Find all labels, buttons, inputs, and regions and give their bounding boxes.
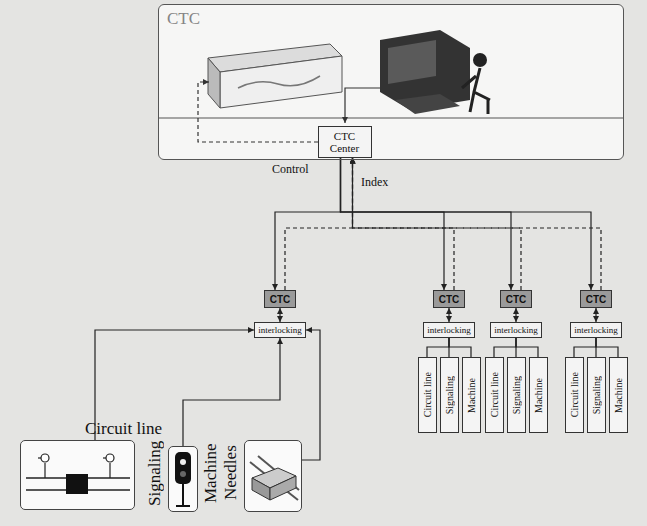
ctc-center-box: CTC Center <box>318 126 372 158</box>
connector <box>448 308 449 322</box>
control-line <box>345 88 380 123</box>
switch-rail <box>250 462 298 500</box>
signal-lamp <box>41 454 49 462</box>
interlocking-box: interlocking <box>254 322 306 338</box>
node-text: Circuit line <box>489 372 500 417</box>
picture-ground <box>244 440 302 512</box>
line-label: Index <box>361 176 388 189</box>
ctc-box: CTC <box>580 290 612 308</box>
node-text: CTC <box>506 294 527 305</box>
connector <box>449 338 471 357</box>
track-circuit-box: Circuit line <box>20 440 135 510</box>
computer-screen <box>388 40 436 84</box>
display-panel <box>220 56 342 108</box>
signal-light <box>180 471 186 477</box>
panel-divider <box>159 117 623 118</box>
signal-base <box>176 505 190 507</box>
connector <box>595 308 596 322</box>
node-text: interlocking <box>494 325 538 335</box>
device-box: Signaling <box>587 357 606 433</box>
node-text: CTC <box>270 294 291 305</box>
connector <box>574 338 596 357</box>
interlocking-box: interlocking <box>490 322 542 338</box>
node-text: Circuit line <box>85 419 162 439</box>
switch-machine-box: Machine Needles <box>244 440 302 512</box>
signal-pole <box>182 484 184 506</box>
node-text: CTC <box>439 294 460 305</box>
device-box: Machine <box>462 357 481 433</box>
connector <box>275 158 341 291</box>
device-box: Circuit line <box>485 357 504 433</box>
index-connector <box>353 158 602 291</box>
picture-ground <box>20 440 135 510</box>
device-box: Machine <box>529 357 548 433</box>
node-text: interlocking <box>258 325 302 335</box>
node-text: CTC <box>167 9 200 29</box>
node-text: interlocking <box>574 325 618 335</box>
connector <box>341 158 512 291</box>
node-text: Signaling <box>444 376 455 414</box>
node-text: Signaling <box>591 376 602 414</box>
signal-lamp <box>106 454 114 462</box>
connector <box>302 330 320 460</box>
ctc-box: CTC <box>264 290 296 308</box>
device-box: Signaling <box>507 357 526 433</box>
switch-machine <box>252 478 270 500</box>
device-box: Signaling <box>440 357 459 433</box>
node-text: Machine <box>466 378 477 413</box>
node-text: Signaling <box>145 435 165 511</box>
connector <box>427 338 449 357</box>
operator-head <box>473 53 487 67</box>
train-block <box>66 474 88 494</box>
connector <box>183 338 280 446</box>
device-box: Circuit line <box>565 357 584 433</box>
signal-box: Signaling <box>168 446 198 512</box>
picture-ground <box>168 446 198 512</box>
signal-head <box>175 452 191 484</box>
interlocking-box: interlocking <box>423 322 475 338</box>
keyboard <box>395 94 460 114</box>
interlocking-box: interlocking <box>570 322 622 338</box>
ctc-box: CTC <box>500 290 532 308</box>
device-box: Machine <box>609 357 628 433</box>
connector <box>341 158 592 291</box>
connector <box>494 338 516 357</box>
node-text: interlocking <box>427 325 471 335</box>
ctc-box: CTC <box>433 290 465 308</box>
operator-body <box>462 68 490 114</box>
display-track <box>238 76 320 88</box>
connector <box>341 158 445 291</box>
index-connector <box>353 158 455 291</box>
index-line <box>198 82 318 142</box>
switch-machine <box>270 476 296 500</box>
node-text: Machine <box>613 378 624 413</box>
signal-post <box>109 463 110 478</box>
index-connector <box>285 158 353 291</box>
connector <box>515 308 516 322</box>
connector <box>279 308 280 322</box>
node-text: CTC <box>586 294 607 305</box>
node-text: Circuit line <box>569 372 580 417</box>
display-panel <box>208 58 220 108</box>
node-text: Signaling <box>511 376 522 414</box>
connector <box>516 338 538 357</box>
node-text: Machine Needles <box>201 435 241 511</box>
connector <box>596 338 618 357</box>
index-connector <box>353 158 522 291</box>
signal-post <box>44 463 45 478</box>
ctc-panel: CTC CTC Center <box>158 4 624 160</box>
signal-light <box>180 459 186 465</box>
device-box: Circuit line <box>418 357 437 433</box>
line-label: Control <box>272 163 309 176</box>
node-text: CTC Center <box>324 130 366 154</box>
node-text: Machine <box>533 378 544 413</box>
node-text: Circuit line <box>422 372 433 417</box>
panel-ground <box>158 4 624 160</box>
